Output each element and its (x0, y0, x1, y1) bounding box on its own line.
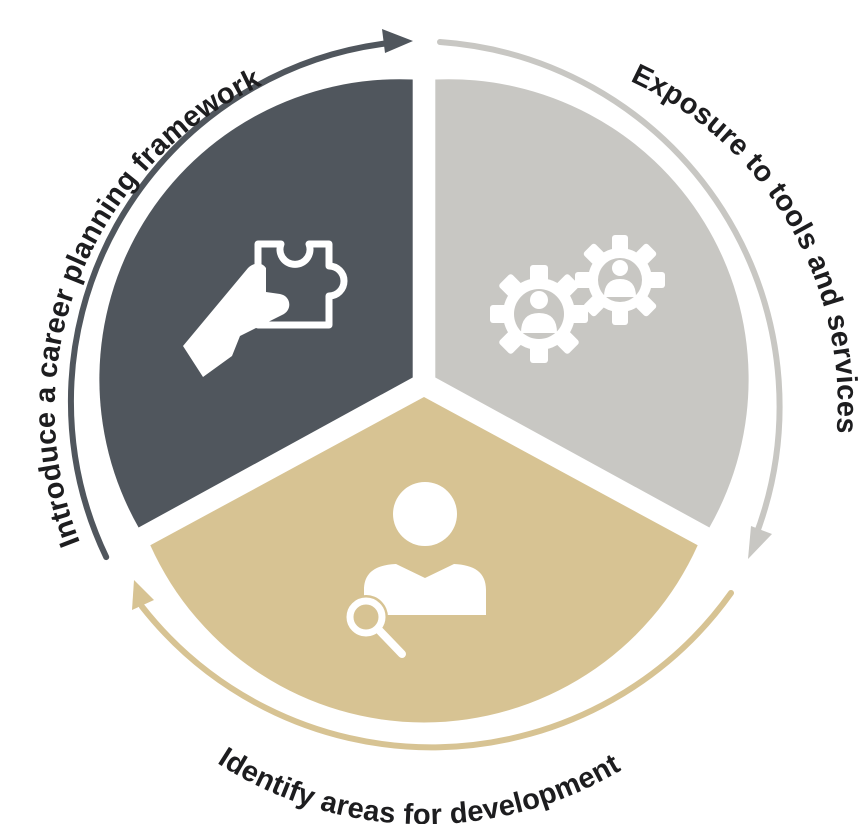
label-identify: Identify areas for development (213, 742, 626, 824)
arrow-identify (132, 580, 734, 751)
segment-identify (150, 397, 698, 723)
hand-puzzle-icon (183, 240, 348, 377)
arrow-exposure (437, 39, 783, 559)
arrow-introduce (67, 29, 413, 561)
people-gears-icon (490, 235, 665, 363)
person-search-icon (344, 482, 486, 658)
label-identify-text: Identify areas for development (213, 742, 626, 824)
